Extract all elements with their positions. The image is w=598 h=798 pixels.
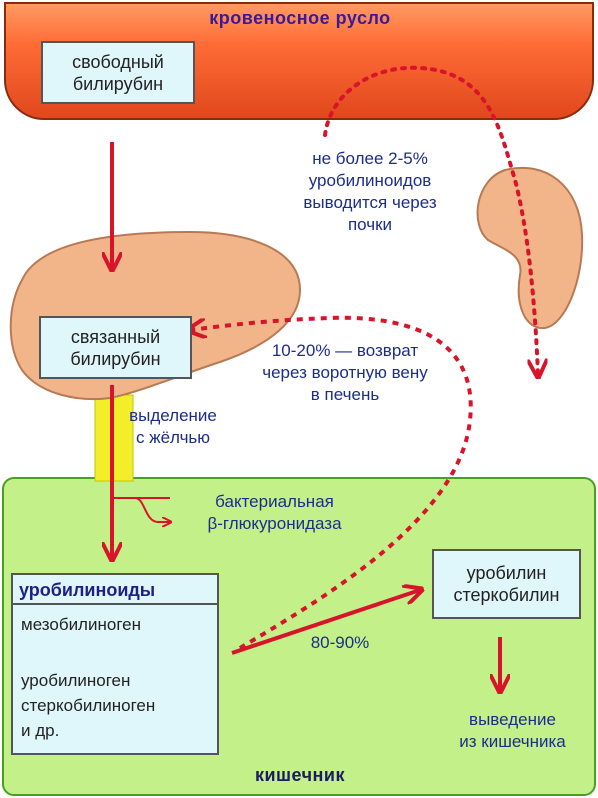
bound-bilirubin-line2: билирубин: [70, 348, 161, 369]
arrow-to-urobilin: [231, 590, 420, 655]
intestine-label: кишечник: [254, 765, 346, 785]
free-bilirubin-box: свободный билирубин: [41, 41, 195, 104]
free-bilirubin-line1: свободный: [72, 51, 164, 72]
kidney-shape: [476, 166, 584, 330]
bile-note: выделение с жёлчью: [129, 406, 217, 447]
urobilin-line1: уробилин: [466, 563, 547, 583]
arrow-to-kidney: [323, 65, 538, 375]
bound-bilirubin-line1: связанный: [70, 326, 161, 347]
free-bilirubin-line2: билирубин: [72, 73, 164, 94]
blood-stream-label: кровеносное русло: [209, 8, 391, 28]
kidney-note: не более 2-5% уробилиноидов выводится че…: [303, 149, 437, 234]
enzyme-note: бактериальная β-глюкуронидаза: [207, 492, 342, 533]
urobilinoids-box: уробилиноиды мезобилиноген уробилиноген …: [11, 573, 219, 755]
urobilinoids-title: уробилиноиды: [13, 575, 217, 605]
bound-bilirubin-box: связанный билирубин: [39, 316, 192, 379]
urobilinoids-line4: и др.: [21, 721, 60, 740]
arrow-enzyme-branch: [112, 497, 170, 522]
urobilin-box: уробилин стеркобилин: [432, 549, 581, 619]
excretion-note: выведение из кишечника: [459, 710, 566, 751]
urobilinoids-line2: уробилиноген: [21, 671, 131, 690]
portal-note: 10-20% — возврат через воротную вену в п…: [262, 341, 428, 404]
urobilin-line2: стеркобилин: [453, 585, 560, 605]
urobilinoids-line1: мезобилиноген: [21, 615, 141, 634]
arrow-portal-return: [190, 315, 473, 650]
percent-note: 80-90%: [310, 633, 370, 652]
urobilinoids-line3: стеркобилиноген: [21, 696, 156, 715]
